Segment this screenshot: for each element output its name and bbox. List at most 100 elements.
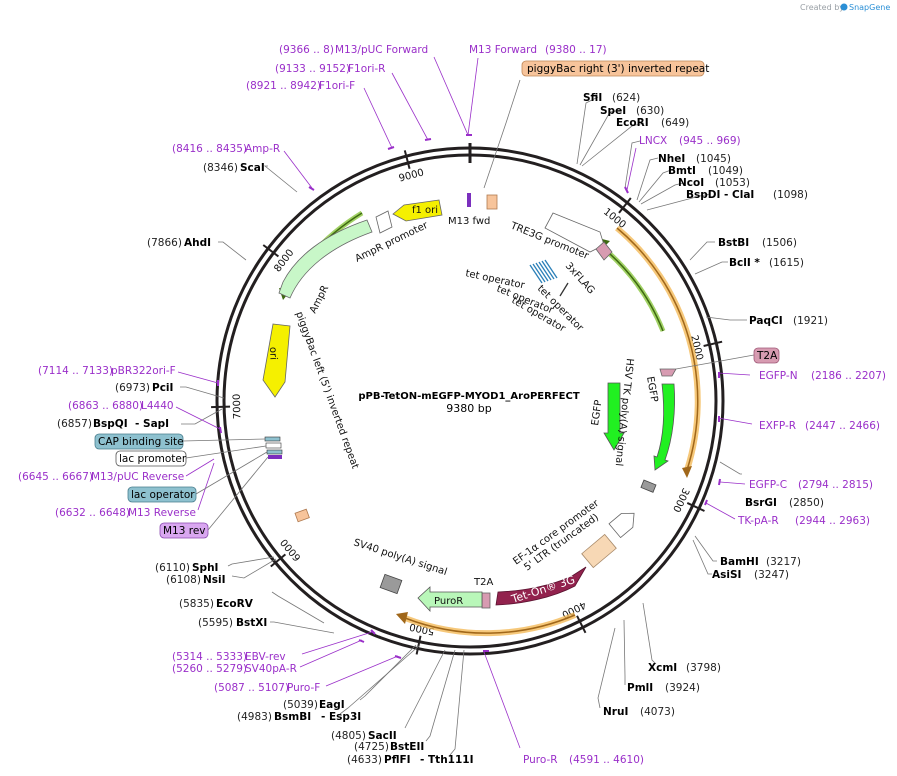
primer-range: (5087 .. 5107) — [214, 682, 289, 694]
site-pos: (624) — [612, 92, 640, 104]
bp-tick-mark — [576, 615, 587, 634]
primer-name[interactable]: Puro-F — [287, 682, 320, 694]
bp-tick-mark — [415, 635, 422, 655]
primer-name[interactable]: Puro-R — [523, 754, 558, 766]
puro-arc-bottom-arrowhead — [396, 612, 408, 624]
itr-left-box[interactable] — [294, 508, 310, 523]
site-name[interactable]: BmtI — [668, 165, 696, 177]
primer-name[interactable]: F1ori-R — [348, 63, 385, 75]
site-pos: (1049) — [708, 165, 743, 177]
site-name[interactable]: BstXI — [236, 617, 267, 629]
primer-name[interactable]: M13 Forward — [469, 44, 537, 56]
site-name[interactable]: BamHI — [720, 556, 759, 568]
site-suffix[interactable]: - SapI — [135, 418, 169, 430]
site-name[interactable]: NruI — [603, 706, 628, 718]
sv40-polya-box[interactable] — [379, 573, 403, 595]
itr-right-tag[interactable] — [521, 60, 705, 77]
t2a-mark-right[interactable] — [659, 368, 677, 377]
cap-site-mark[interactable] — [264, 436, 281, 442]
site-pos: (4725) — [354, 741, 389, 753]
site-name[interactable]: AsiSI — [712, 569, 741, 581]
puro-arc-bottom-line — [404, 614, 576, 634]
itr-right-tag-text: piggyBac right (3') inverted repeat — [527, 63, 709, 75]
egfp-arrow-short[interactable] — [603, 382, 625, 451]
ampr-promoter-arrow[interactable] — [375, 210, 393, 234]
primer-name[interactable]: L4440 — [141, 400, 174, 412]
primer-range: (6863 .. 6880) — [68, 400, 143, 412]
primer-name[interactable]: LNCX — [639, 135, 667, 147]
primer-name[interactable]: M13/pUC Forward — [335, 44, 428, 56]
site-suffix[interactable]: - Esp3I — [321, 711, 361, 723]
primer-name[interactable]: EXFP-R — [759, 420, 796, 432]
primer-name[interactable]: EGFP-N — [759, 370, 798, 382]
lac-promoter-mark[interactable] — [265, 442, 282, 449]
bp-tick-mark — [686, 502, 705, 512]
primer-range: (2447 .. 2466) — [805, 420, 880, 432]
site-name[interactable]: NcoI — [678, 177, 704, 189]
itr-right-box[interactable] — [486, 194, 498, 210]
egfp-arrow-long[interactable] — [653, 383, 675, 471]
puror-arrow[interactable] — [417, 586, 483, 613]
site-name[interactable]: BspQI — [93, 418, 128, 430]
ef1a-promoter-arrow[interactable] — [608, 507, 640, 539]
ampr-arrow[interactable] — [278, 219, 373, 299]
site-name[interactable]: PflFI — [384, 754, 411, 766]
tet-operator-array[interactable] — [529, 259, 569, 297]
site-pos: (4805) — [331, 730, 366, 742]
t2a-tag[interactable] — [753, 347, 780, 364]
primer-name[interactable]: M13 Reverse — [128, 507, 196, 519]
site-pos: (4073) — [640, 706, 675, 718]
site-name[interactable]: SpeI — [600, 105, 626, 117]
cap-binding-site-tag[interactable] — [94, 433, 184, 450]
leader-lines — [175, 56, 755, 756]
primer-name[interactable]: pBR322ori-F — [111, 365, 176, 377]
m13-rev-tag[interactable] — [159, 522, 209, 539]
3xflag-mark[interactable] — [595, 241, 613, 261]
primer-name[interactable]: Amp-R — [245, 143, 280, 155]
primers: M13/pUC Forward(9366 .. 8) M13 Forward(9… — [18, 44, 886, 766]
site-suffix[interactable]: - ClaI — [724, 189, 754, 201]
site-name[interactable]: SfiI — [583, 92, 602, 104]
ori-arrow[interactable] — [262, 323, 291, 398]
ltr-box[interactable] — [581, 533, 617, 569]
lac-operator-mark[interactable] — [266, 449, 283, 455]
site-name[interactable]: BstEII — [390, 741, 424, 753]
site-name[interactable]: ScaI — [240, 162, 265, 174]
site-name[interactable]: PciI — [152, 382, 173, 394]
lac-promoter-tag[interactable] — [115, 450, 187, 467]
bp-tick-mark — [262, 244, 280, 258]
primer-name[interactable]: EGFP-C — [749, 479, 787, 491]
site-name[interactable]: SphI — [192, 562, 218, 574]
site-name[interactable]: BstBI — [718, 237, 749, 249]
m13-fwd-mark[interactable] — [467, 193, 471, 207]
m13-rev-mark[interactable] — [268, 455, 282, 459]
site-pos: (6857) — [57, 418, 92, 430]
site-name[interactable]: PaqCI — [749, 315, 783, 327]
site-name[interactable]: EagI — [319, 699, 345, 711]
lac-operator-tag[interactable] — [127, 486, 197, 503]
f1-ori-arrow[interactable] — [392, 199, 443, 222]
primer-name[interactable]: F1ori-F — [319, 80, 355, 92]
site-name[interactable]: SacII — [368, 730, 397, 742]
site-name[interactable]: NsiI — [203, 574, 226, 586]
site-name[interactable]: BsmBI — [274, 711, 311, 723]
site-name[interactable]: EcoRV — [216, 598, 254, 610]
site-name[interactable]: BspDI — [686, 189, 720, 201]
primer-name[interactable]: SV40pA-R — [245, 663, 297, 675]
site-name[interactable]: EcoRI — [616, 117, 649, 129]
egfp-label-right: EGFP — [644, 376, 659, 403]
site-name[interactable]: BclI * — [729, 257, 760, 269]
site-name[interactable]: XcmI — [648, 662, 677, 674]
hsv-polya-box[interactable] — [640, 479, 657, 493]
site-name[interactable]: NheI — [658, 153, 685, 165]
primer-name[interactable]: TK-pA-R — [737, 515, 779, 527]
primer-marks — [217, 134, 721, 659]
site-name[interactable]: PmlI — [627, 682, 653, 694]
primer-name[interactable]: M13/pUC Reverse — [91, 471, 184, 483]
tet-on-3g-arrow[interactable] — [495, 566, 587, 606]
site-name[interactable]: BsrGI — [745, 497, 777, 509]
primer-name[interactable]: EBV-rev — [245, 651, 286, 663]
site-suffix[interactable]: - Tth111I — [420, 754, 474, 766]
t2a-mark[interactable] — [481, 592, 491, 609]
site-name[interactable]: AhdI — [184, 237, 211, 249]
